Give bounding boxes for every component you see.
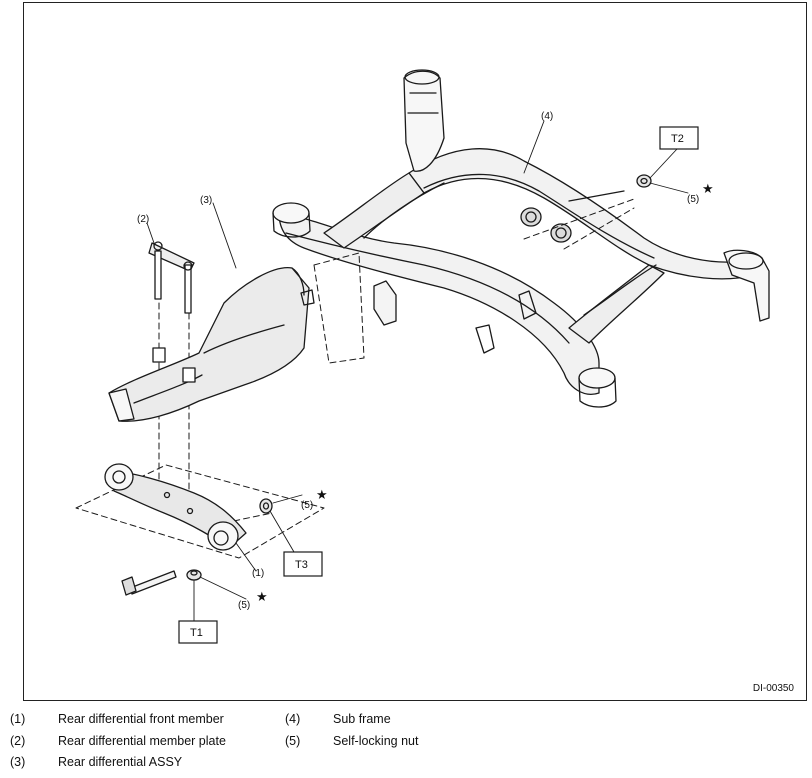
legend-text: Rear differential ASSY [58, 755, 183, 769]
legend-number: (2) [10, 734, 26, 748]
rear-differential-drawing [108, 267, 315, 422]
figure-reference-code: DI-00350 [752, 683, 794, 694]
torque-box-t3: T3 [283, 551, 323, 577]
diagram-frame: (3) (2) (4) (1) (5) (5) (5) ★ ★ ★ T2 T3 … [23, 2, 807, 701]
legend-number: (1) [10, 712, 26, 726]
callout-4: (4) [541, 111, 553, 122]
callout-1: (1) [252, 568, 264, 579]
legend-text: Rear differential front member [58, 712, 224, 726]
star-icon: ★ [256, 589, 268, 604]
callout-2: (2) [137, 214, 149, 225]
nut-drawings [186, 174, 652, 581]
star-icon: ★ [316, 487, 328, 502]
legend-number: (5) [285, 734, 301, 748]
legend-item: (1) Rear differential front member [10, 712, 224, 726]
svg-text:T1: T1 [190, 627, 203, 639]
svg-text:T3: T3 [295, 559, 308, 571]
legend-item: (2) Rear differential member plate [10, 734, 226, 748]
star-icon: ★ [702, 181, 714, 196]
torque-box-t1: T1 [178, 620, 218, 644]
legend-text: Rear differential member plate [58, 734, 226, 748]
legend-item: (4) Sub frame [285, 712, 391, 726]
legend-text: Self-locking nut [333, 734, 419, 748]
callout-5-lower: (5) [238, 600, 250, 611]
member-plate-drawing [148, 241, 195, 314]
callout-5-upper: (5) [687, 194, 699, 205]
callout-5-middle: (5) [301, 500, 313, 511]
legend-item: (5) Self-locking nut [285, 734, 418, 748]
front-member-drawing [104, 463, 247, 551]
legend-number: (3) [10, 755, 26, 769]
torque-box-t2: T2 [659, 126, 699, 150]
legend-item: (3) Rear differential ASSY [10, 755, 182, 769]
sub-frame-drawing [272, 69, 770, 408]
exploded-view-diagram: (3) (2) (4) (1) (5) (5) (5) ★ ★ ★ T2 T3 … [75, 69, 770, 644]
bolt-drawing [121, 570, 177, 596]
svg-text:T2: T2 [671, 133, 684, 145]
legend-number: (4) [285, 712, 301, 726]
legend-text: Sub frame [333, 712, 391, 726]
callout-3: (3) [200, 195, 212, 206]
